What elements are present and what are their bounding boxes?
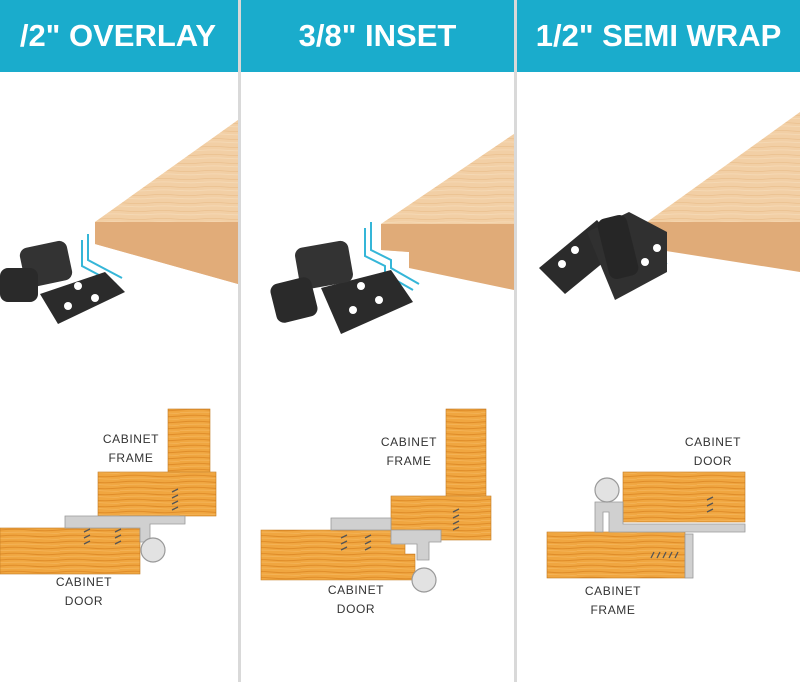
screw-icon xyxy=(650,496,714,559)
semi-wrap-illustration: CABINET DOOR CABINET FRAME xyxy=(539,112,800,617)
inset-illustration: CABINET FRAME CABINET DOOR xyxy=(260,134,514,616)
label-lower-line2: DOOR xyxy=(65,594,103,608)
panel-title: /2" OVERLAY xyxy=(0,0,238,72)
hinge-icon xyxy=(539,212,667,300)
frame-vertical xyxy=(445,408,487,500)
screw-icon xyxy=(83,488,179,545)
frame-section xyxy=(546,531,686,579)
label-lower-line2: DOOR xyxy=(337,602,375,616)
label-upper-line1: CABINET xyxy=(685,435,741,449)
label-upper-line1: CABINET xyxy=(381,435,437,449)
label-lower-line1: CABINET xyxy=(56,575,112,589)
hinge-icon xyxy=(0,240,125,324)
frame-horizontal xyxy=(97,471,217,517)
label-upper-line2: FRAME xyxy=(109,451,154,465)
door-section xyxy=(622,471,746,523)
overlay-indicator xyxy=(87,234,123,279)
panel-divider xyxy=(514,0,517,682)
overlay-illustration: CABINET FRAME CABINET DOOR xyxy=(0,120,238,608)
hinge-icon xyxy=(270,240,413,334)
inset-indicator xyxy=(370,222,420,285)
label-lower-line2: FRAME xyxy=(591,603,636,617)
hinge-diagram xyxy=(330,517,442,561)
label-upper-line2: FRAME xyxy=(387,454,432,468)
door-section xyxy=(0,527,141,575)
screw-icon xyxy=(340,508,460,551)
panel-overlay: /2" OVERLAY xyxy=(0,0,238,682)
wood-board-icon xyxy=(95,120,238,284)
hinge-diagram xyxy=(594,501,746,533)
panel-divider xyxy=(238,0,241,682)
label-upper-line1: CABINET xyxy=(103,432,159,446)
label-lower-line1: CABINET xyxy=(328,583,384,597)
panel-inset: 3/8" INSET xyxy=(241,0,514,682)
panel-semi-wrap: 1/2" SEMI WRAP xyxy=(517,0,800,682)
panel-title: 1/2" SEMI WRAP xyxy=(517,0,800,72)
wood-board-icon xyxy=(381,134,514,290)
label-upper-line2: DOOR xyxy=(694,454,732,468)
panel-title: 3/8" INSET xyxy=(241,0,514,72)
label-lower-line1: CABINET xyxy=(585,584,641,598)
wood-board-icon xyxy=(647,112,800,272)
